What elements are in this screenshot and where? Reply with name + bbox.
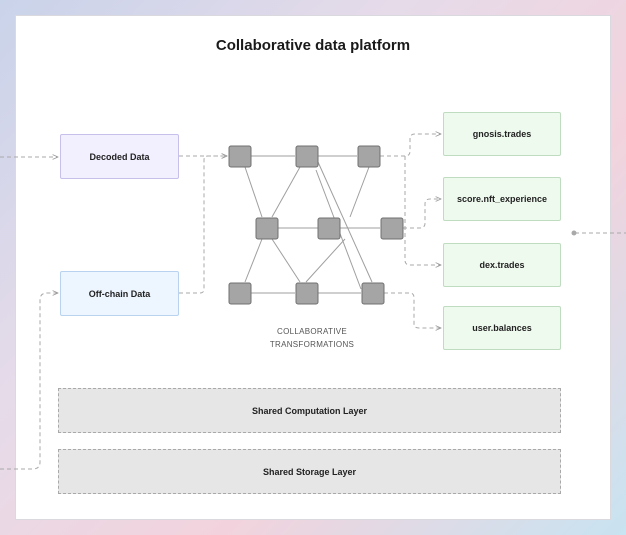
node — [317, 217, 341, 240]
transformation-edges — [244, 155, 380, 294]
network-to-user-balances — [384, 292, 441, 328]
decoded-data-box: Decoded Data — [60, 134, 179, 179]
transformations-caption: COLLABORATIVE TRANSFORMATIONS — [232, 325, 392, 351]
diagram-title: Collaborative data platform — [215, 37, 411, 54]
shared-storage-layer: Shared Storage Layer — [58, 449, 561, 494]
offchain-to-network-arrow — [179, 156, 227, 294]
network-to-score-nft-experience — [403, 199, 441, 229]
node — [380, 217, 404, 240]
output-dex-trades: dex.trades — [443, 243, 561, 287]
transformation-nodes — [228, 145, 404, 305]
caption-line-1: COLLABORATIVE — [277, 327, 347, 336]
caption-line-2: TRANSFORMATIONS — [269, 340, 355, 349]
output-score-nft-experience: score.nft_experience — [443, 177, 561, 221]
network-to-gnosis-trades — [380, 134, 441, 157]
off-chain-data-box: Off-chain Data — [60, 271, 179, 316]
node — [295, 282, 319, 305]
node — [357, 145, 381, 168]
node — [228, 145, 252, 168]
network-to-dex-trades — [404, 156, 441, 265]
node — [255, 217, 279, 240]
output-user-balances: user.balances — [443, 306, 561, 350]
node — [361, 282, 385, 305]
shared-computation-layer: Shared Computation Layer — [58, 388, 561, 433]
output-gnosis-trades: gnosis.trades — [443, 112, 561, 156]
offchain-feed-arrow — [0, 293, 58, 470]
outgoing-connector-dot — [571, 230, 577, 236]
node — [295, 145, 319, 168]
node — [228, 282, 252, 305]
